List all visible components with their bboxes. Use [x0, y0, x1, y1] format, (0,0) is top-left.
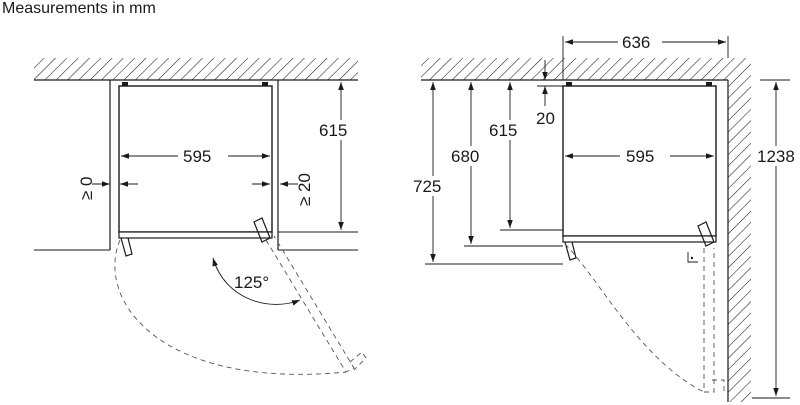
left-door-hinge-detail [253, 217, 271, 243]
right-door-handle [564, 241, 577, 261]
left-hinge-left [122, 82, 128, 86]
rear-gap-label: 20 [536, 109, 555, 128]
left-gap-label: ≥ 0 [77, 176, 96, 200]
left-depth-label: 615 [319, 121, 347, 140]
left-door-handle [120, 237, 133, 257]
right-width-label: 595 [626, 147, 654, 166]
angle-label: 125° [234, 273, 269, 292]
right-top-width-label: 636 [622, 33, 650, 52]
angle-arc [212, 257, 301, 306]
right-gap-label: ≥ 20 [295, 173, 314, 206]
left-wall-hatch [34, 58, 358, 80]
left-door-open-handle [349, 351, 367, 371]
left-view: 125° 595 615 ≥ 0 ≥ 20 [34, 58, 367, 375]
right-side-hatch [728, 80, 751, 402]
right-view: 636 20 595 615 680 725 1238 [412, 32, 800, 402]
right-door-open-handle [712, 379, 725, 392]
right-door-hinge-detail [697, 221, 715, 247]
left-door-closed [118, 231, 273, 239]
left-swing-arc [114, 239, 347, 375]
depth-725-label: 725 [413, 177, 441, 196]
right-swing-arc [564, 243, 705, 393]
right-top-hatch [421, 58, 751, 80]
left-hinge-right [262, 82, 268, 86]
total-depth-label: 1238 [757, 147, 795, 166]
right-hinge-left [566, 82, 572, 86]
right-door-closed [562, 235, 717, 243]
right-hinge-right [706, 82, 712, 86]
depth-615-label: 615 [489, 121, 517, 140]
left-width-label: 595 [183, 147, 211, 166]
right-angle-marker [687, 252, 698, 263]
page-title: Measurements in mm [2, 0, 156, 17]
depth-680-label: 680 [451, 147, 479, 166]
right-door-open [703, 248, 715, 393]
